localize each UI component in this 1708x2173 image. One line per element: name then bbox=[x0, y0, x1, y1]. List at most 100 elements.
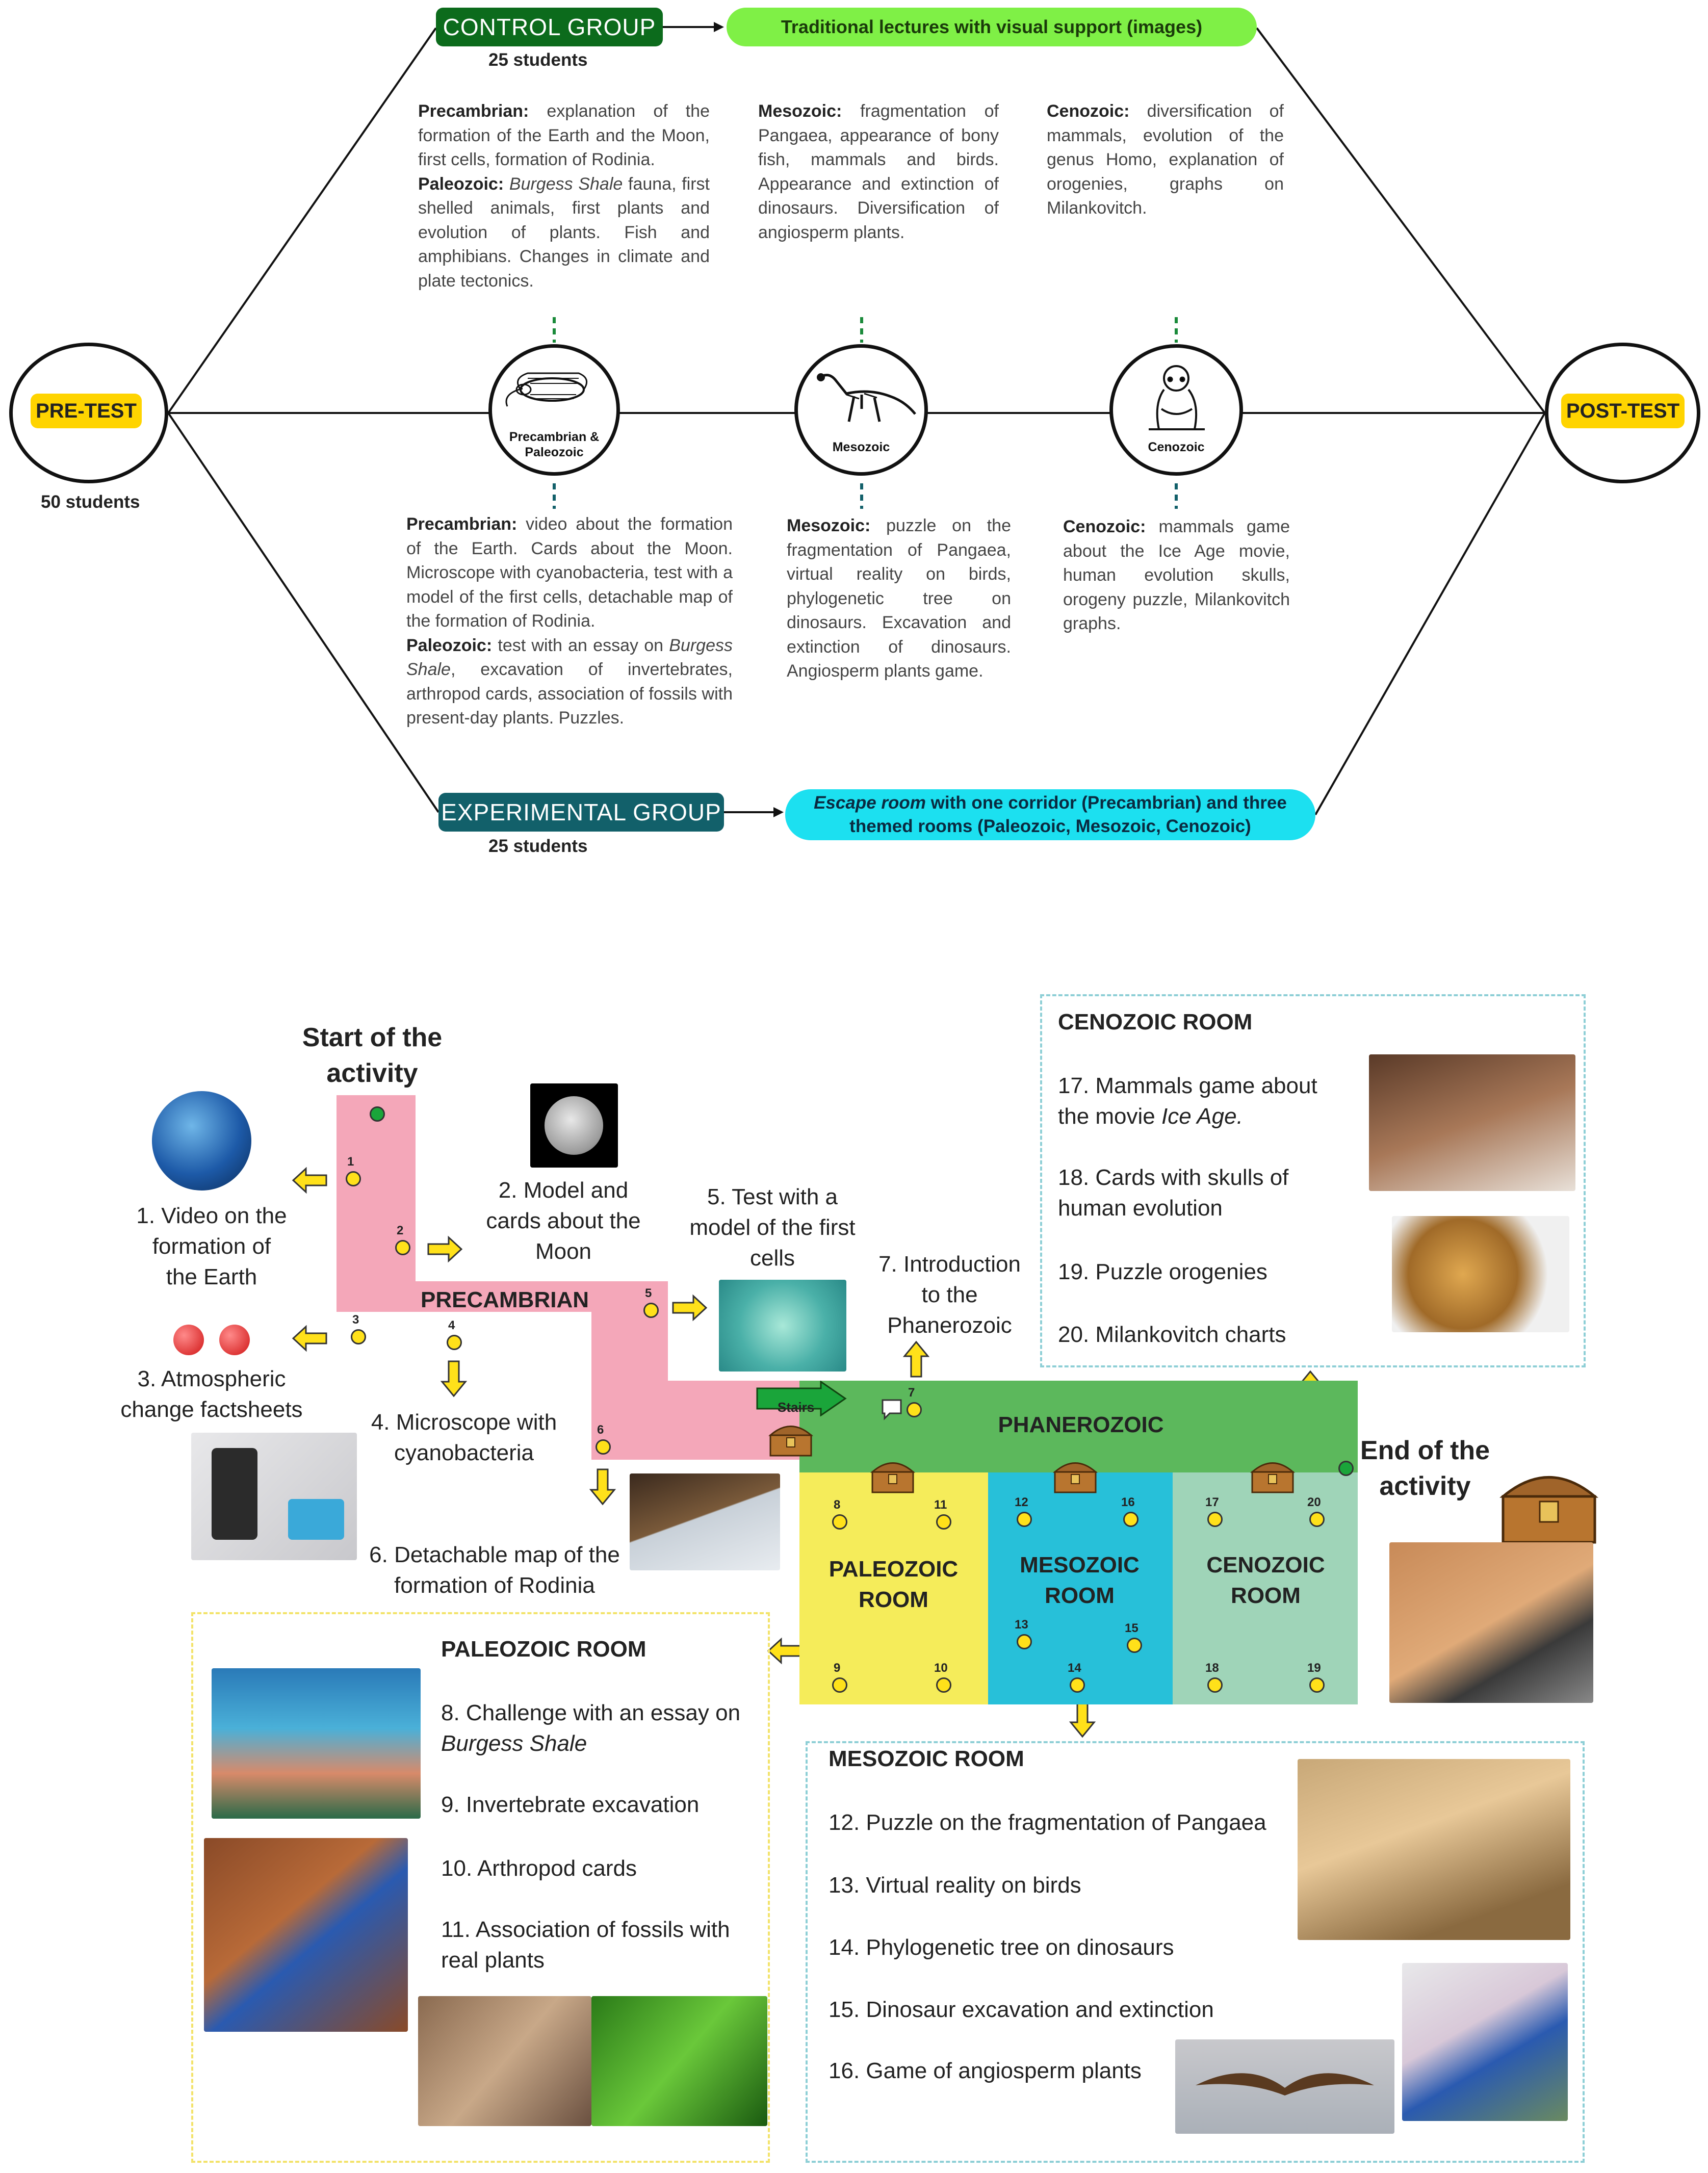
step-6-l2: formation of Rodinia bbox=[394, 1573, 595, 1598]
cenozoic-room-area bbox=[1173, 1472, 1358, 1704]
station-dot-16 bbox=[1123, 1512, 1138, 1527]
exp-mesozoic-body: puzzle on the fragmentation of Pangaea, … bbox=[787, 516, 1011, 681]
treasure-chest-icon bbox=[1250, 1462, 1295, 1493]
step-2-l1: 2. Model and bbox=[498, 1178, 629, 1203]
experimental-cenozoic-text: Cenozoic: mammals game about the Ice Age… bbox=[1063, 515, 1290, 636]
station-dot-1 bbox=[346, 1171, 361, 1186]
end-heading-l2: activity bbox=[1379, 1471, 1471, 1501]
step-3-l2: change factsheets bbox=[120, 1397, 303, 1422]
cenozoic-node: Cenozoic bbox=[1109, 344, 1243, 476]
station-num-11: 11 bbox=[934, 1498, 947, 1512]
station-num-18: 18 bbox=[1205, 1661, 1219, 1675]
station-num-1: 1 bbox=[347, 1155, 354, 1169]
end-heading-l1: End of the bbox=[1360, 1436, 1490, 1465]
mesozoic-item-12: 12. Puzzle on the fragmentation of Panga… bbox=[829, 1810, 1266, 1835]
node-label-cenozoic: Cenozoic bbox=[1148, 440, 1205, 454]
item-8-l1: 8. Challenge with an essay on bbox=[441, 1700, 741, 1725]
station-dot-19 bbox=[1309, 1677, 1325, 1693]
station-dot-5 bbox=[643, 1303, 659, 1318]
skulls-image bbox=[1392, 1216, 1569, 1332]
control-paleozoic-body: fauna, first shelled animals, first plan… bbox=[418, 174, 710, 291]
start-heading-l2: activity bbox=[326, 1058, 418, 1088]
step-4-l2: cyanobacteria bbox=[394, 1440, 534, 1465]
paleozoic-item-11: 11. Association of fossils with real pla… bbox=[441, 1915, 762, 1976]
exp-cenozoic-head: Cenozoic: bbox=[1063, 517, 1146, 536]
precambrian-paleozoic-node: Precambrian & Paleozoic bbox=[488, 344, 620, 476]
step-4-label: 4. Microscope with cyanobacteria bbox=[357, 1407, 571, 1468]
step-1-l1: 1. Video on the bbox=[136, 1203, 287, 1228]
station-num-4: 4 bbox=[448, 1318, 455, 1332]
experimental-group-action: Escape room with one corridor (Precambri… bbox=[785, 789, 1315, 840]
control-cenozoic-body: diversification of mammals, evolution of… bbox=[1047, 101, 1284, 218]
step-6-label: 6. Detachable map of the formation of Ro… bbox=[357, 1540, 632, 1601]
control-mesozoic-head: Mesozoic: bbox=[758, 101, 842, 121]
control-cenozoic-head: Cenozoic: bbox=[1047, 101, 1130, 121]
station-num-6: 6 bbox=[597, 1423, 604, 1437]
pangaea-puzzle-image bbox=[1402, 1963, 1568, 2121]
mesozoic-room-title: MESOZOIC ROOM bbox=[829, 1746, 1024, 1771]
station-dot-15 bbox=[1127, 1638, 1142, 1653]
microscope-image bbox=[191, 1433, 357, 1560]
paleozoic-room-label: PALEOZOIC ROOM bbox=[806, 1554, 981, 1615]
earth-image bbox=[152, 1091, 251, 1191]
experimental-precambrian-paleozoic-text: Precambrian: video about the formation o… bbox=[406, 512, 733, 731]
step-1-l3: the Earth bbox=[166, 1264, 257, 1289]
paleozoic-room-label-l1: PALEOZOIC bbox=[829, 1557, 959, 1582]
station-dot-9 bbox=[832, 1677, 847, 1693]
paleozoic-item-10: 10. Arthropod cards bbox=[441, 1856, 637, 1881]
station-num-17: 17 bbox=[1205, 1495, 1219, 1509]
station-dot-10 bbox=[936, 1677, 951, 1693]
station-dot-6 bbox=[596, 1439, 611, 1455]
end-marker bbox=[1338, 1461, 1354, 1476]
paleozoic-room-label-l2: ROOM bbox=[859, 1587, 928, 1612]
step-1-label: 1. Video on the formation of the Earth bbox=[115, 1201, 308, 1292]
bird-vr-image bbox=[1175, 2039, 1394, 2134]
station-dot-20 bbox=[1309, 1512, 1325, 1527]
control-precambrian-body: explanation of the formation of the Eart… bbox=[418, 101, 710, 169]
exp-paleozoic-em: Burgess Shale bbox=[406, 635, 733, 680]
cenozoic-room-label-l1: CENOZOIC bbox=[1206, 1553, 1325, 1577]
exp-precambrian-head: Precambrian: bbox=[406, 514, 517, 534]
step-2-l2: cards about the bbox=[486, 1208, 641, 1233]
mesozoic-item-13: 13. Virtual reality on birds bbox=[829, 1873, 1081, 1898]
station-dot-7 bbox=[907, 1402, 922, 1417]
step-2-label: 2. Model and cards about the Moon bbox=[469, 1175, 658, 1267]
phanerozoic-label: PHANEROZOIC bbox=[998, 1412, 1164, 1437]
cenozoic-item-18: 18. Cards with skulls of human evolution bbox=[1058, 1162, 1374, 1224]
mesozoic-room-area bbox=[988, 1472, 1173, 1704]
step-7-l2: to the bbox=[921, 1282, 978, 1307]
item-18-l2: human evolution bbox=[1058, 1196, 1223, 1221]
station-dot-13 bbox=[1017, 1634, 1032, 1649]
exp-mesozoic-head: Mesozoic: bbox=[787, 516, 871, 535]
escape-room-term: Escape room bbox=[814, 793, 926, 813]
arthropod-cards-image bbox=[204, 1838, 408, 2032]
station-dot-8 bbox=[832, 1514, 847, 1530]
station-dot-18 bbox=[1207, 1677, 1223, 1693]
station-dot-12 bbox=[1017, 1512, 1032, 1527]
mammals-game-image bbox=[1369, 1054, 1575, 1191]
control-paleozoic-em: Burgess Shale bbox=[509, 174, 623, 194]
item-17-em: Ice Age. bbox=[1161, 1104, 1243, 1129]
moon-image bbox=[530, 1083, 618, 1168]
exp-cenozoic-body: mammals game about the Ice Age movie, hu… bbox=[1063, 517, 1290, 633]
item-8-em: Burgess Shale bbox=[441, 1731, 587, 1756]
control-group-students: 25 students bbox=[488, 50, 588, 70]
station-dot-11 bbox=[936, 1514, 951, 1530]
experimental-mesozoic-text: Mesozoic: puzzle on the fragmentation of… bbox=[787, 514, 1011, 684]
station-num-2: 2 bbox=[397, 1224, 404, 1237]
start-marker bbox=[370, 1106, 385, 1122]
paleozoic-item-8: 8. Challenge with an essay on Burgess Sh… bbox=[441, 1698, 762, 1759]
precambrian-label: PRECAMBRIAN bbox=[421, 1287, 589, 1312]
node-label-mesozoic: Mesozoic bbox=[832, 440, 890, 454]
escape-room-desc: with one corridor (Precambrian) and thre… bbox=[849, 793, 1287, 836]
control-cenozoic-text: Cenozoic: diversification of mammals, ev… bbox=[1047, 99, 1284, 221]
precambrian-corridor bbox=[337, 1095, 836, 1460]
treasure-chest-icon bbox=[1053, 1462, 1098, 1493]
station-dot-4 bbox=[447, 1335, 462, 1350]
step-4-l1: 4. Microscope with bbox=[371, 1410, 557, 1435]
posttest-label: POST-TEST bbox=[1561, 394, 1685, 428]
padlock-image bbox=[1389, 1542, 1593, 1703]
control-mesozoic-body: fragmentation of Pangaea, appearance of … bbox=[758, 101, 999, 242]
primate-icon bbox=[1149, 365, 1205, 430]
paleozoic-room-box bbox=[191, 1612, 770, 2163]
